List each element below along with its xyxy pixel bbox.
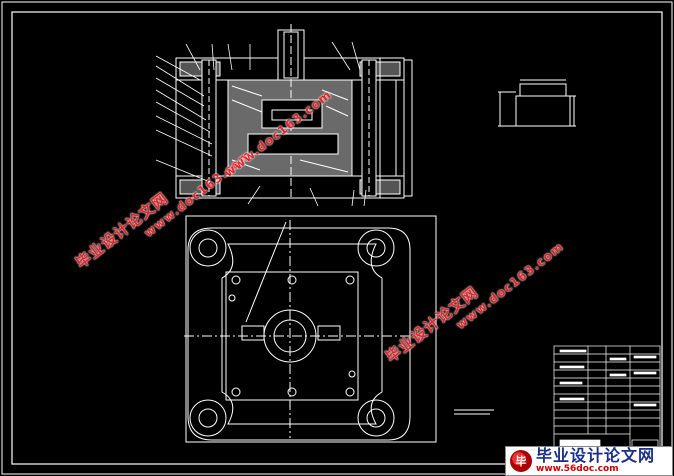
title-block xyxy=(553,345,661,463)
site-logo: 毕 毕业设计论文网 www.56doc.com xyxy=(505,446,673,476)
notes-block xyxy=(454,409,494,415)
logo-url-text: www.56doc.com xyxy=(536,464,619,474)
leader-lines xyxy=(155,41,367,207)
detail-view xyxy=(498,79,576,127)
inner-frame xyxy=(11,11,663,465)
section-view xyxy=(175,24,413,200)
logo-cn-text: 毕业设计论文网 xyxy=(536,446,656,465)
logo-mark-icon: 毕 xyxy=(510,450,532,472)
plan-view xyxy=(184,215,437,443)
